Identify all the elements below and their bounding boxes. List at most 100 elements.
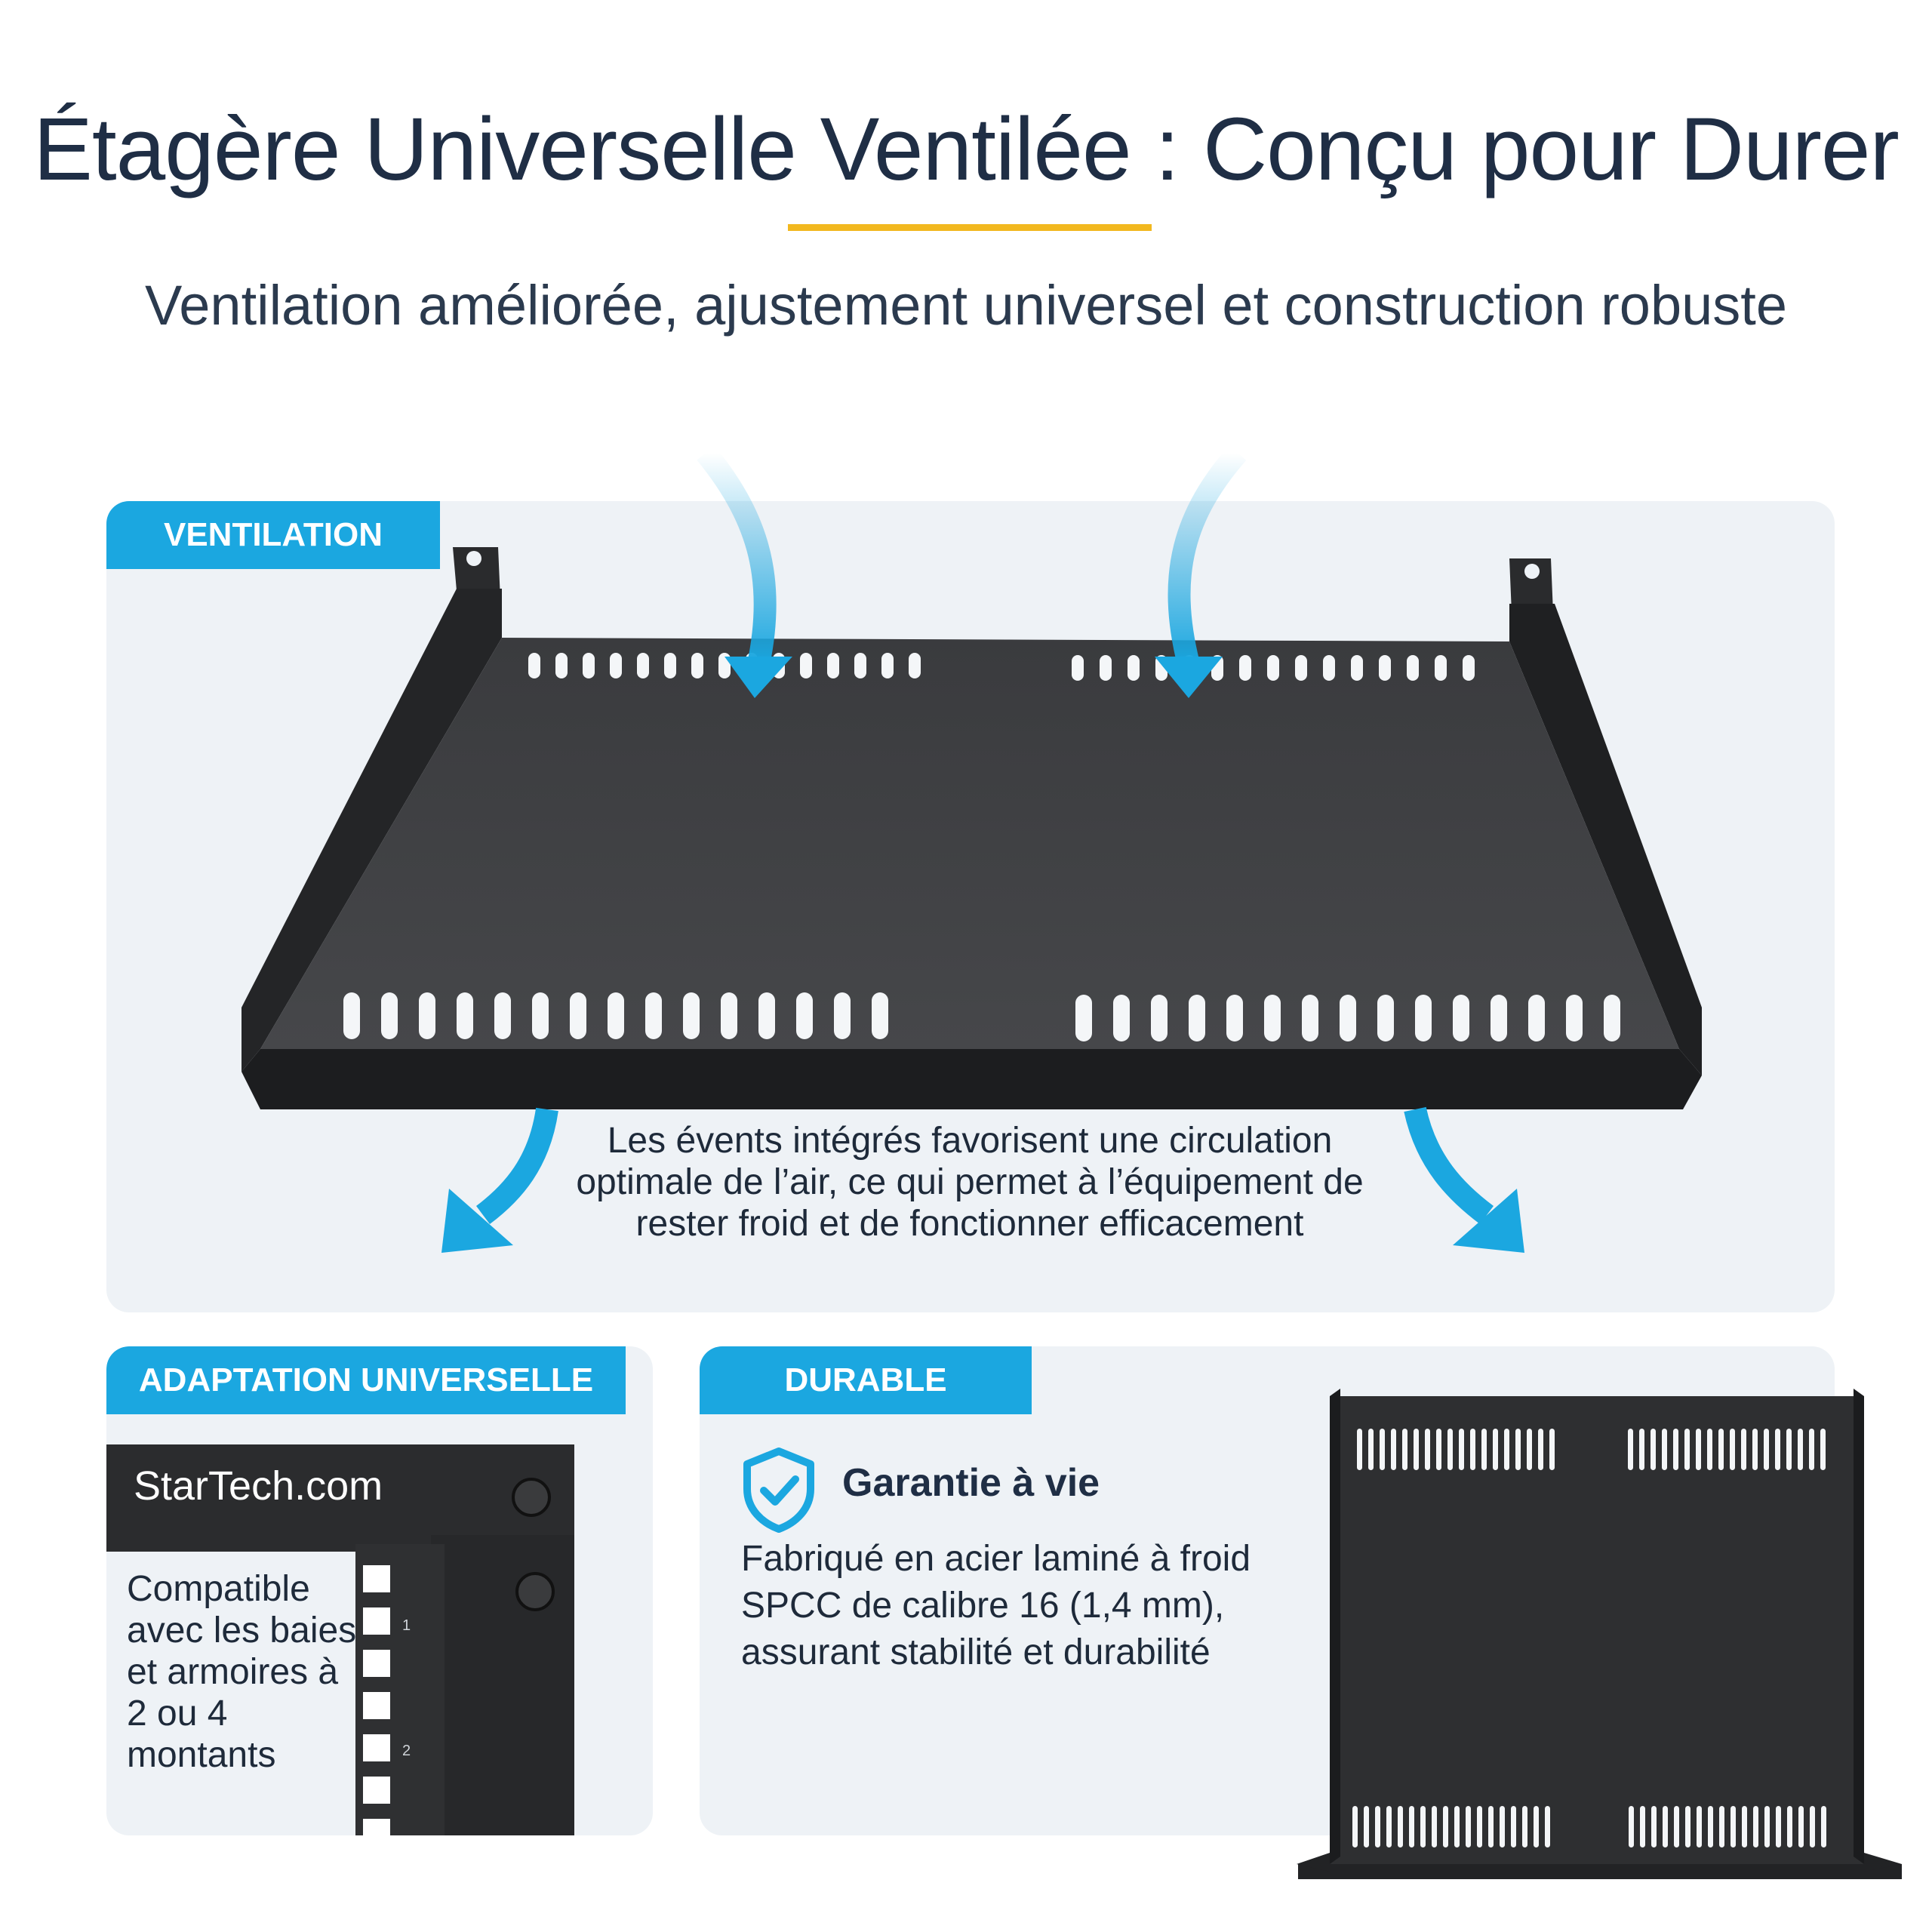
vent-slot	[1151, 995, 1168, 1041]
vent-slot	[1685, 1806, 1690, 1847]
vent-slot	[1741, 1429, 1746, 1470]
vent-slot	[1409, 1806, 1414, 1847]
ventilation-description: Les évents intégrés favorisent une circu…	[576, 1121, 1364, 1244]
adaptation-tab: ADAPTATION UNIVERSELLE	[106, 1346, 626, 1414]
vent-slot	[1697, 1806, 1702, 1847]
vent-slot	[1375, 1806, 1380, 1847]
title-divider	[788, 224, 1152, 231]
vent-slot	[1454, 1806, 1460, 1847]
vent-slot	[1323, 655, 1335, 681]
vent-slot	[1730, 1806, 1736, 1847]
vent-slot	[1538, 1429, 1543, 1470]
vent-slot	[1718, 1429, 1724, 1470]
vent-slot	[570, 992, 586, 1039]
vent-slot	[1651, 1429, 1656, 1470]
vent-slot	[1357, 1429, 1362, 1470]
vent-slot	[1515, 1429, 1521, 1470]
vent-slot	[1470, 1429, 1475, 1470]
durable-description: Fabriqué en acier laminé à froid SPCC de…	[741, 1539, 1251, 1672]
vent-slot	[1128, 655, 1140, 681]
vent-slot	[1528, 995, 1545, 1041]
vent-slot	[1380, 1429, 1385, 1470]
vent-slot	[1707, 1429, 1712, 1470]
vent-slot	[827, 653, 839, 678]
page-subtitle: Ventilation améliorée, ajustement univer…	[145, 274, 1787, 337]
rack-square-hole	[363, 1777, 390, 1804]
rack-unit-label-1: 1	[402, 1617, 411, 1634]
vent-slot	[796, 992, 813, 1039]
vent-slot	[1662, 1429, 1667, 1470]
vent-slot	[1821, 1806, 1826, 1847]
vent-slot	[1443, 1806, 1448, 1847]
vent-slot	[1386, 1806, 1392, 1847]
vent-slot	[555, 653, 568, 678]
vent-slot	[872, 992, 888, 1039]
vent-slot	[1753, 1806, 1758, 1847]
vent-slot	[1730, 1429, 1735, 1470]
vent-slot	[532, 992, 549, 1039]
vent-slot	[1075, 995, 1092, 1041]
vent-slot	[1459, 1429, 1464, 1470]
vent-slot	[1764, 1429, 1769, 1470]
vent-slot	[1566, 995, 1583, 1041]
vent-slot	[1820, 1429, 1826, 1470]
vent-slot	[683, 992, 700, 1039]
vent-slot	[1239, 655, 1251, 681]
vent-slot	[1500, 1806, 1505, 1847]
vent-slot	[1402, 1429, 1407, 1470]
vent-slot	[721, 992, 737, 1039]
vent-slot	[1466, 1806, 1471, 1847]
vent-slot	[664, 653, 676, 678]
vent-slot	[1673, 1429, 1678, 1470]
vent-slot	[1639, 1429, 1644, 1470]
vent-slot	[1752, 1429, 1758, 1470]
vent-slot	[1504, 1429, 1509, 1470]
vent-slot	[1798, 1429, 1803, 1470]
vent-slot	[1264, 995, 1281, 1041]
vent-slot	[645, 992, 662, 1039]
vent-slot	[1787, 1806, 1792, 1847]
vent-slot	[1549, 1429, 1555, 1470]
vent-slot	[343, 992, 360, 1039]
vent-slot	[610, 653, 622, 678]
brand-logo: StarTech.com	[134, 1463, 383, 1509]
vent-slot	[1189, 995, 1205, 1041]
vent-slot	[457, 992, 473, 1039]
vent-slot	[1100, 655, 1112, 681]
vent-slot	[1463, 655, 1475, 681]
vent-slot	[881, 653, 894, 678]
vent-slot	[1511, 1806, 1516, 1847]
vent-slot	[494, 992, 511, 1039]
vent-slot	[1453, 995, 1469, 1041]
rack-square-hole	[363, 1692, 390, 1719]
vent-slot	[1391, 1429, 1396, 1470]
vent-slot	[1651, 1806, 1657, 1847]
vent-slot	[1764, 1806, 1770, 1847]
vent-slot	[1398, 1806, 1403, 1847]
vent-slot	[834, 992, 851, 1039]
vent-slot	[1684, 1429, 1690, 1470]
vent-slot	[1436, 1429, 1441, 1470]
adaptation-panel: ADAPTATION UNIVERSELLE 1 2 StarTech.com	[106, 1346, 653, 1835]
vent-slot	[1351, 655, 1363, 681]
vent-slot	[583, 653, 595, 678]
vent-slot	[1628, 1429, 1633, 1470]
vent-slot	[528, 653, 540, 678]
vent-slot	[1226, 995, 1243, 1041]
vent-slot	[1776, 1806, 1781, 1847]
vent-slot	[1415, 995, 1432, 1041]
vent-slot	[1786, 1429, 1792, 1470]
vent-slot	[1527, 1429, 1532, 1470]
vent-slot	[1775, 1429, 1780, 1470]
vent-slot	[691, 653, 703, 678]
vent-slot	[381, 992, 398, 1039]
vent-slot	[1545, 1806, 1550, 1847]
vent-slot	[1435, 655, 1447, 681]
adaptation-description: Compatible avec les baies et armoires à …	[127, 1569, 357, 1775]
vent-slot	[637, 653, 649, 678]
vent-slot	[1696, 1429, 1701, 1470]
vent-slot	[1352, 1806, 1358, 1847]
vent-slot	[1604, 995, 1620, 1041]
vent-slot	[909, 653, 921, 678]
